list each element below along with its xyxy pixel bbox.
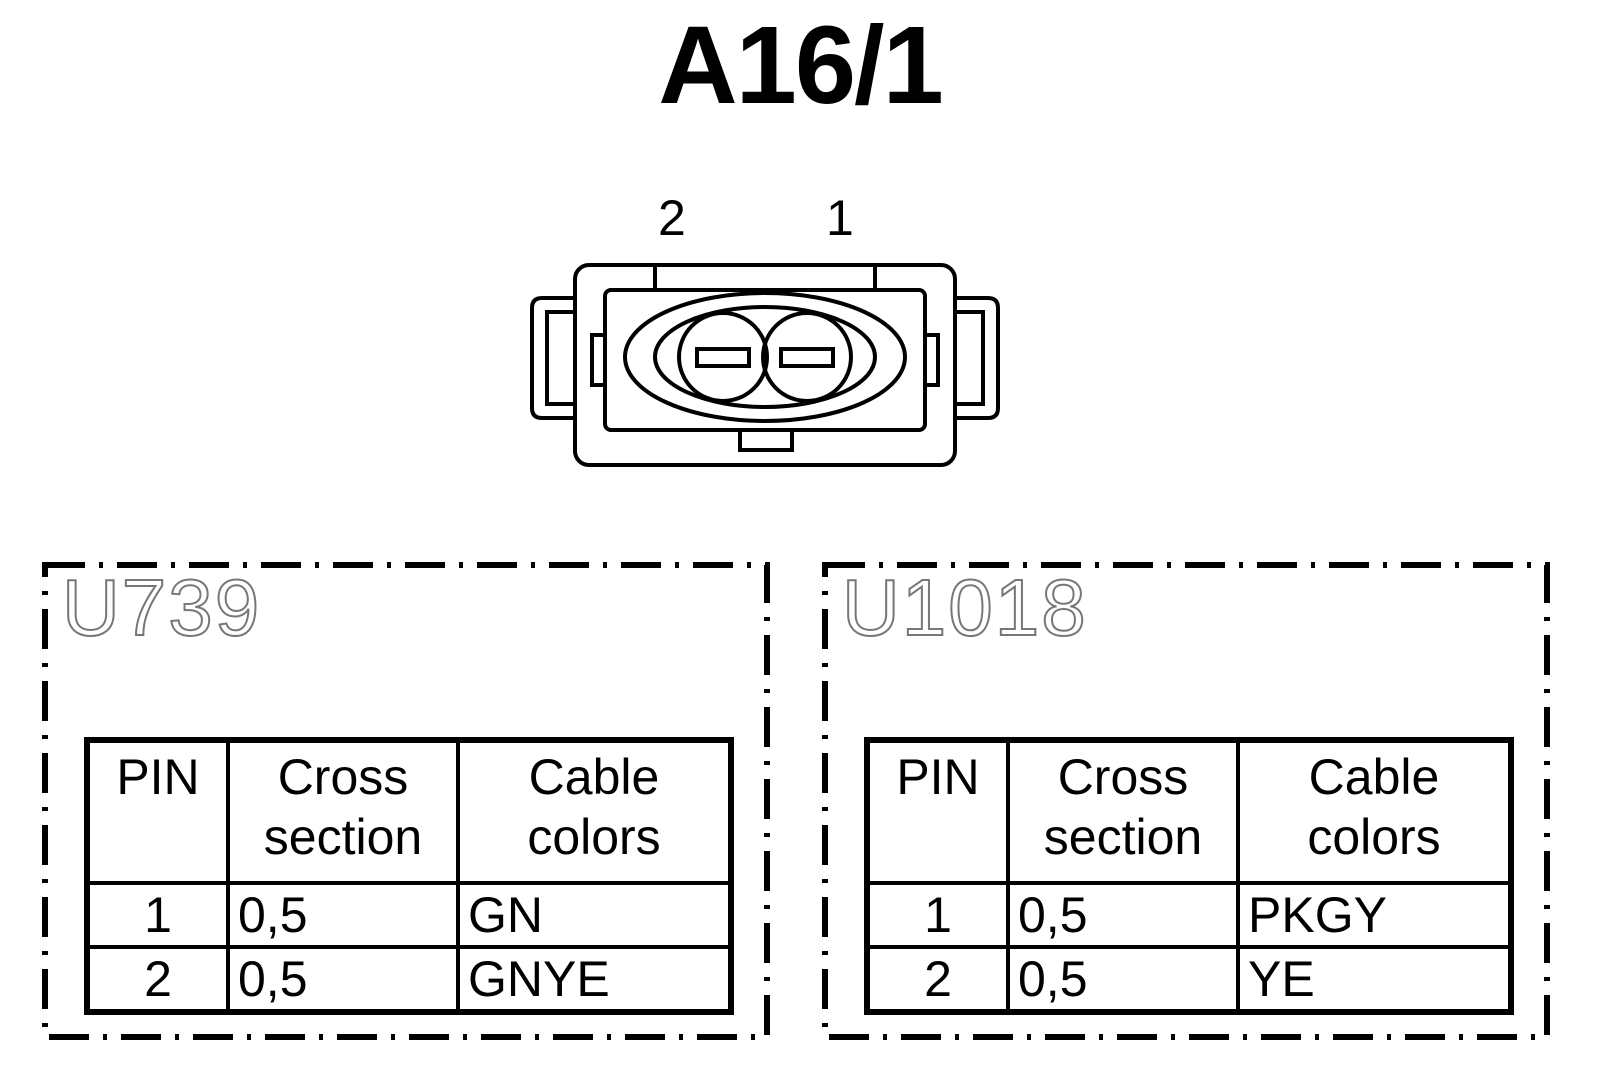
cross-section-cell: 0,5 [226,881,460,949]
pin-label-2: 2 [658,190,686,246]
cable-color-cell: GNYE [456,945,733,1014]
column-header-pin: PIN [865,738,1010,885]
cross-section-cell: 0,5 [1006,945,1240,1014]
table-row: 1 0,5 PKGY [865,881,1513,949]
cross-section-cell: 0,5 [1006,881,1240,949]
pin-table: PIN Cross section Cable colors 1 0,5 GN … [84,737,734,1015]
cross-section-cell: 0,5 [226,945,460,1014]
connector-face-icon [530,263,1000,467]
pin-cell: 2 [865,945,1010,1014]
wiring-group-u739: U739 PIN Cross section Cable colors 1 0,… [42,562,786,1058]
connector-title: A16/1 [658,4,944,127]
table-row: 1 0,5 GN [85,881,733,949]
group-label: U739 [61,563,262,652]
table-header-row: PIN Cross section Cable colors [85,738,733,885]
pin-label-1: 1 [826,190,854,246]
pin-cell: 2 [85,945,230,1014]
table-row: 2 0,5 YE [865,945,1513,1014]
connector-drawing: 2 1 [520,190,1020,485]
column-header-cross-section: Cross section [226,738,460,885]
pin-cell: 1 [85,881,230,949]
cable-color-cell: GN [456,881,733,949]
table-header-row: PIN Cross section Cable colors [865,738,1513,885]
cable-color-cell: PKGY [1236,881,1513,949]
table-row: 2 0,5 GNYE [85,945,733,1014]
column-header-pin: PIN [85,738,230,885]
wiring-group-u1018: U1018 PIN Cross section Cable colors 1 0… [822,562,1566,1058]
cable-color-cell: YE [1236,945,1513,1014]
pin-table: PIN Cross section Cable colors 1 0,5 PKG… [864,737,1514,1015]
column-header-cable-colors: Cable colors [456,738,733,885]
column-header-cross-section: Cross section [1006,738,1240,885]
pin-cell: 1 [865,881,1010,949]
group-label: U1018 [841,563,1088,652]
column-header-cable-colors: Cable colors [1236,738,1513,885]
